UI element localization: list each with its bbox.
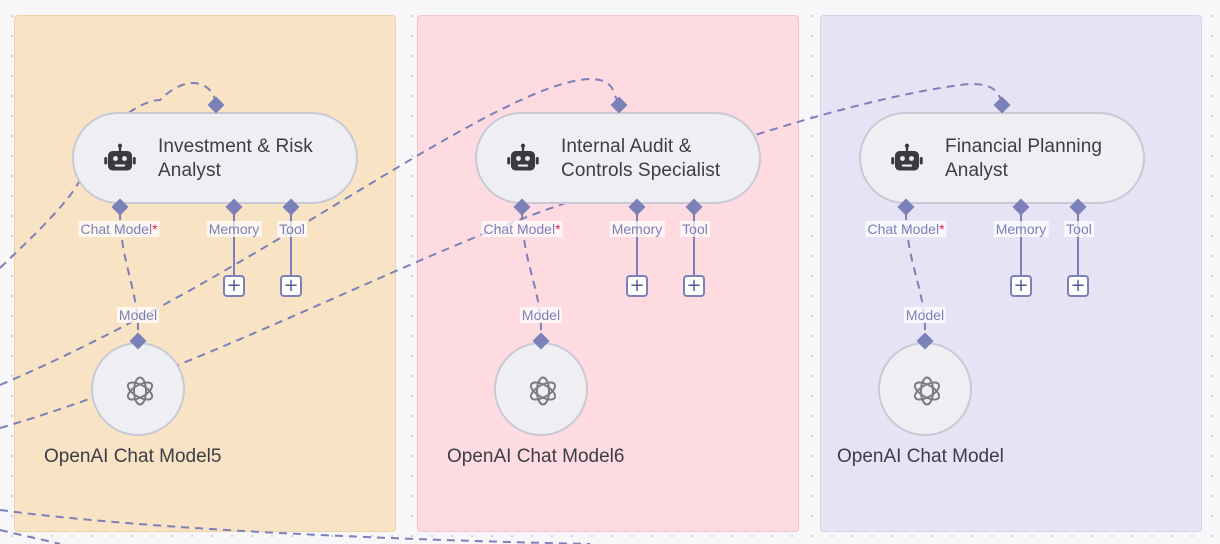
tool-port-label: Tool (277, 221, 307, 237)
sticky-note-3[interactable] (820, 15, 1202, 532)
robot-icon (507, 143, 539, 171)
chat-model-port-label: Chat Model* (865, 221, 947, 237)
memory-port-label: Memory (609, 221, 665, 237)
agent-title: Investment & Risk Analyst (158, 136, 313, 181)
model-port-label: Model (519, 307, 563, 323)
memory-port-label: Memory (206, 221, 262, 237)
add-memory-button[interactable]: + (1010, 275, 1032, 297)
tool-port-label: Tool (1064, 221, 1094, 237)
openai-chat-model-node[interactable] (878, 342, 972, 436)
add-tool-button[interactable]: + (1067, 275, 1089, 297)
robot-icon (891, 143, 923, 171)
agent-node-investment-risk-analyst[interactable]: Investment & Risk Analyst (72, 112, 358, 204)
agent-title: Financial Planning Analyst (945, 136, 1103, 181)
openai-chat-model-node[interactable] (91, 342, 185, 436)
agent-node-internal-audit-controls-specialist[interactable]: Internal Audit & Controls Specialist (475, 112, 761, 204)
model-node-name: OpenAI Chat Model5 (44, 446, 222, 467)
add-tool-button[interactable]: + (683, 275, 705, 297)
model-node-name: OpenAI Chat Model (837, 446, 1004, 467)
model-node-name: OpenAI Chat Model6 (447, 446, 625, 467)
openai-logo-icon (913, 376, 941, 406)
main-connection (79, 82, 217, 181)
model-port-label: Model (903, 307, 947, 323)
chat-model-port-label: Chat Model* (78, 221, 160, 237)
tool-port-label: Tool (680, 221, 710, 237)
openai-chat-model-node[interactable] (494, 342, 588, 436)
sticky-note-1[interactable] (14, 15, 396, 532)
add-memory-button[interactable]: + (626, 275, 648, 297)
main-connection (0, 529, 61, 544)
main-connection (0, 509, 591, 544)
memory-port-label: Memory (993, 221, 1049, 237)
sticky-note-2[interactable] (417, 15, 799, 532)
add-tool-button[interactable]: + (280, 275, 302, 297)
agent-title: Internal Audit & Controls Specialist (561, 136, 721, 181)
agent-node-financial-planning-analyst[interactable]: Financial Planning Analyst (859, 112, 1145, 204)
add-memory-button[interactable]: + (223, 275, 245, 297)
robot-icon (104, 143, 136, 171)
chat-model-port-label: Chat Model* (481, 221, 563, 237)
openai-logo-icon (126, 376, 154, 406)
main-connection (0, 179, 81, 269)
model-port-label: Model (116, 307, 160, 323)
openai-logo-icon (529, 376, 557, 406)
